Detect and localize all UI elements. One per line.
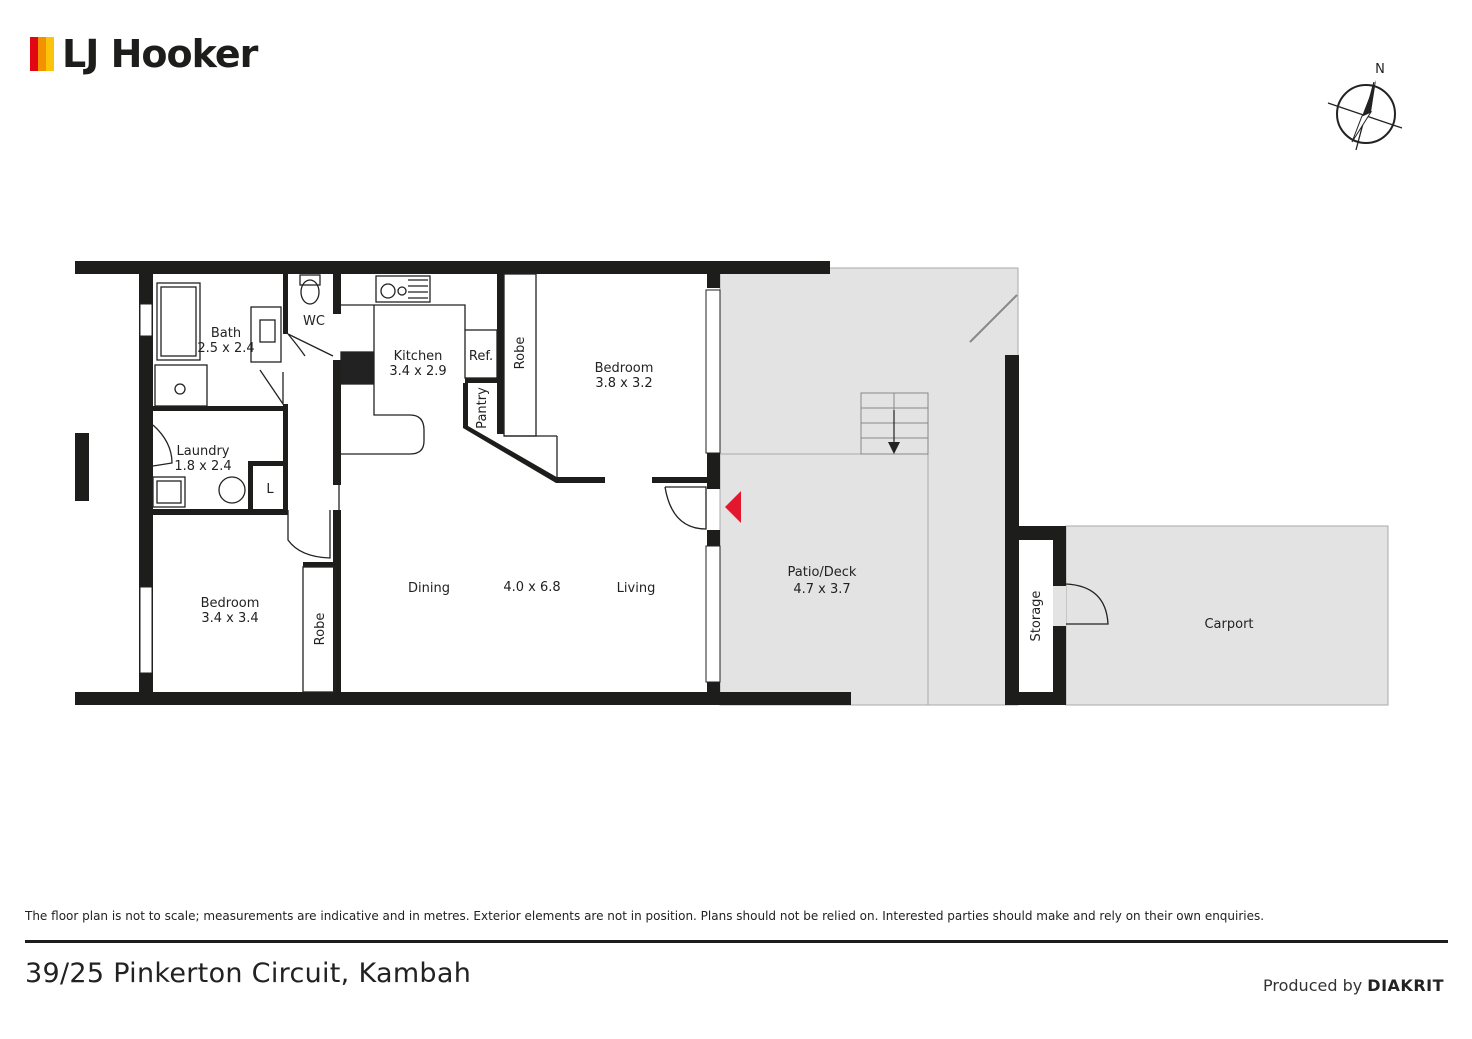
entrance-marker-icon xyxy=(725,491,741,523)
brand-name: LJ Hooker xyxy=(62,32,258,76)
disclaimer-text: The floor plan is not to scale; measurem… xyxy=(25,909,1265,923)
windows xyxy=(139,289,721,683)
outdoor-areas xyxy=(719,267,1389,706)
carport-label: Carport xyxy=(1204,617,1253,632)
linen-label: L xyxy=(266,482,274,497)
bedroom-top-size: 3.8 x 3.2 xyxy=(595,376,652,391)
storage-label: Storage xyxy=(1029,591,1044,642)
compass-north-label: N xyxy=(1375,62,1385,77)
fixtures xyxy=(152,273,1109,693)
footer-divider xyxy=(25,940,1448,943)
kitchen-size: 3.4 x 2.9 xyxy=(389,364,446,379)
compass-icon: N xyxy=(1327,62,1403,151)
robe-bottom-label: Robe xyxy=(313,613,328,646)
kitchen-label: Kitchen xyxy=(394,349,443,364)
brand-logo: LJ Hooker xyxy=(30,32,258,76)
produced-by: Produced by DIAKRIT xyxy=(1263,976,1444,995)
robe-top-label: Robe xyxy=(513,337,528,370)
wc-label: WC xyxy=(303,314,325,329)
room-labels: Bath 2.5 x 2.4 WC Kitchen 3.4 x 2.9 Ref.… xyxy=(174,314,1253,645)
living-dining-size: 4.0 x 6.8 xyxy=(503,580,560,595)
laundry-size: 1.8 x 2.4 xyxy=(174,459,231,474)
dining-label: Dining xyxy=(408,581,450,596)
logo-bar-orange xyxy=(38,37,46,71)
bedroom-top-label: Bedroom xyxy=(595,361,654,376)
logo-bar-yellow xyxy=(46,37,54,71)
logo-bars-icon xyxy=(30,37,54,71)
laundry-label: Laundry xyxy=(177,444,230,459)
floor-plan: N xyxy=(75,62,1403,706)
bedroom-bottom-size: 3.4 x 3.4 xyxy=(201,611,258,626)
patio-label: Patio/Deck xyxy=(788,565,857,580)
produced-by-brand: DIAKRIT xyxy=(1367,976,1444,995)
bedroom-bottom-label: Bedroom xyxy=(201,596,260,611)
produced-by-prefix: Produced by xyxy=(1263,976,1363,995)
logo-bar-red xyxy=(30,37,38,71)
bath-label: Bath xyxy=(211,326,241,341)
bath-size: 2.5 x 2.4 xyxy=(197,341,254,356)
pantry-label: Pantry xyxy=(475,387,490,429)
patio-size: 4.7 x 3.7 xyxy=(793,582,850,597)
living-label: Living xyxy=(617,581,656,596)
property-address: 39/25 Pinkerton Circuit, Kambah xyxy=(25,958,472,989)
ref-label: Ref. xyxy=(469,349,493,364)
